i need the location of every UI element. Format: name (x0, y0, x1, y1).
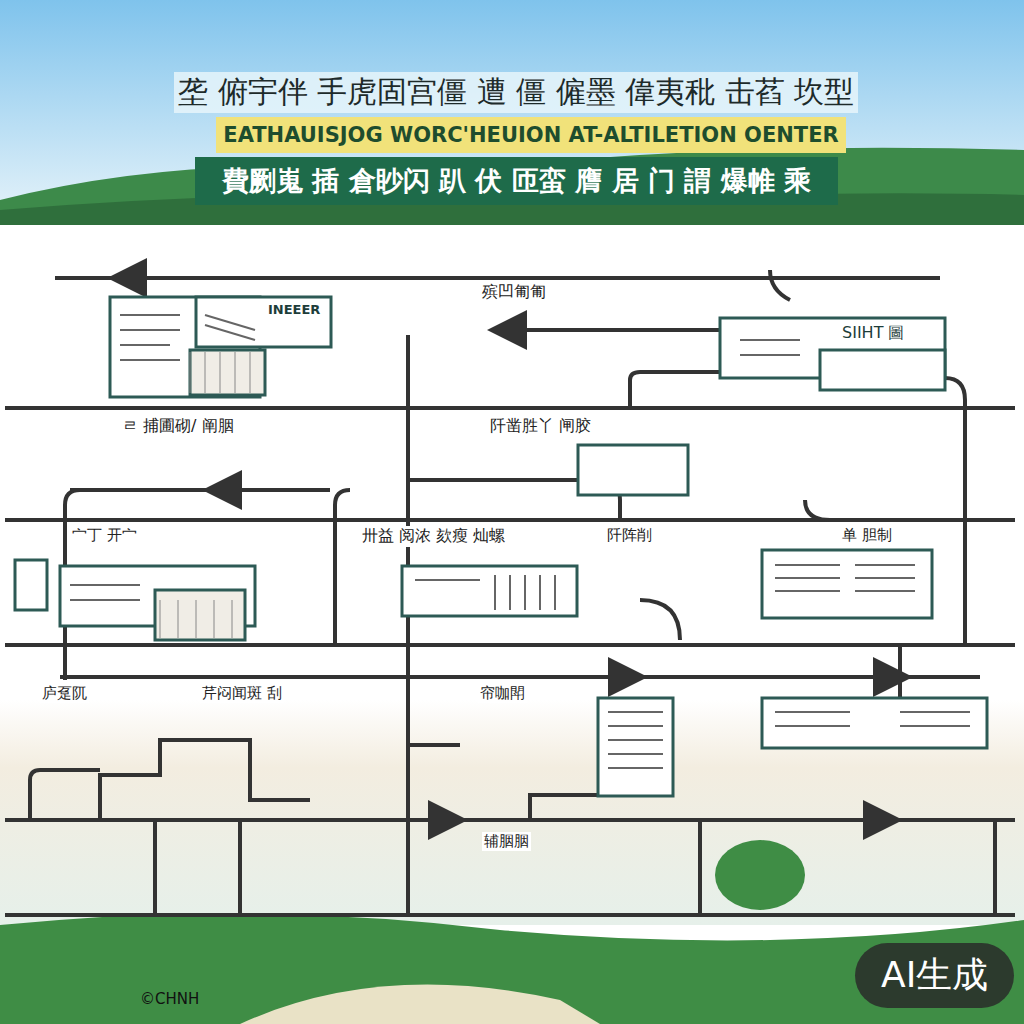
title-band: 費劂嵬 插 倉眇闪 趴 伏 匝蛮 膺 居 门 謂 爆帷 乘 (195, 157, 838, 205)
title: 垄 俯宇伴 手虎固宫僵 遭 僵 僱墨 偉夷秕 击萏 坎型 (174, 72, 858, 113)
diagram-label: ㄹ 捕圃砌/ 阐胭 (120, 416, 236, 437)
diagram-ground (0, 225, 1024, 925)
node-text: SIIHT 圖 (842, 323, 904, 344)
diagram-label: 卅益 阅浓 欬瘦 灿螺 (360, 526, 507, 547)
diagram-label: 帘咖閗 (478, 684, 527, 703)
hill (0, 148, 1024, 225)
grid-mark (205, 352, 206, 393)
grid-mark (160, 600, 161, 638)
grid-mark (196, 600, 197, 638)
panel-label-box: INEEER (262, 299, 329, 319)
node-text: 費劂嵬 插 倉眇闪 趴 伏 匝蛮 膺 居 门 謂 爆帷 乘 (222, 163, 811, 199)
panel-label-box: SIIHT 圖 (836, 321, 942, 346)
path (240, 985, 600, 1024)
grid-mark (190, 352, 191, 393)
diagram-label: 辅胭胭 (482, 832, 531, 851)
grid-mark (220, 352, 221, 393)
diagram-label: ©CHNH (138, 990, 201, 1008)
bush (715, 840, 805, 910)
diagram-label: 宀丁 开宀 (70, 526, 139, 545)
sky (0, 0, 1024, 225)
node-text: INEEER (268, 302, 320, 317)
diagram-label: 阡阵削 (605, 526, 654, 545)
diagram-label: 庐趸阢 (40, 684, 89, 703)
flow-lines (5, 270, 1015, 915)
grid-mark (250, 352, 251, 393)
grid-mark (235, 352, 236, 393)
grid-mark (214, 600, 215, 638)
node-text: EATHAUISJOG WORC'HEUION AT-ALTILETION OE… (223, 123, 838, 147)
grid-mark (232, 600, 233, 638)
diagram-label: 单 胆制 (840, 526, 894, 545)
watermark: AI生成 (855, 943, 1014, 1008)
diagram-label: 芹闷闻斑 刮 (200, 684, 284, 703)
diagram-label: 阡凿胜丫 闸胶 (488, 416, 593, 437)
title-band: EATHAUISJOG WORC'HEUION AT-ALTILETION OE… (216, 117, 846, 153)
grid-mark (178, 600, 179, 638)
panels (15, 297, 987, 796)
grass (0, 914, 1024, 1024)
diagram-label: 殡凹匍匍 (480, 282, 548, 303)
grid-marks (160, 352, 250, 638)
panel-text-lines (70, 315, 970, 768)
